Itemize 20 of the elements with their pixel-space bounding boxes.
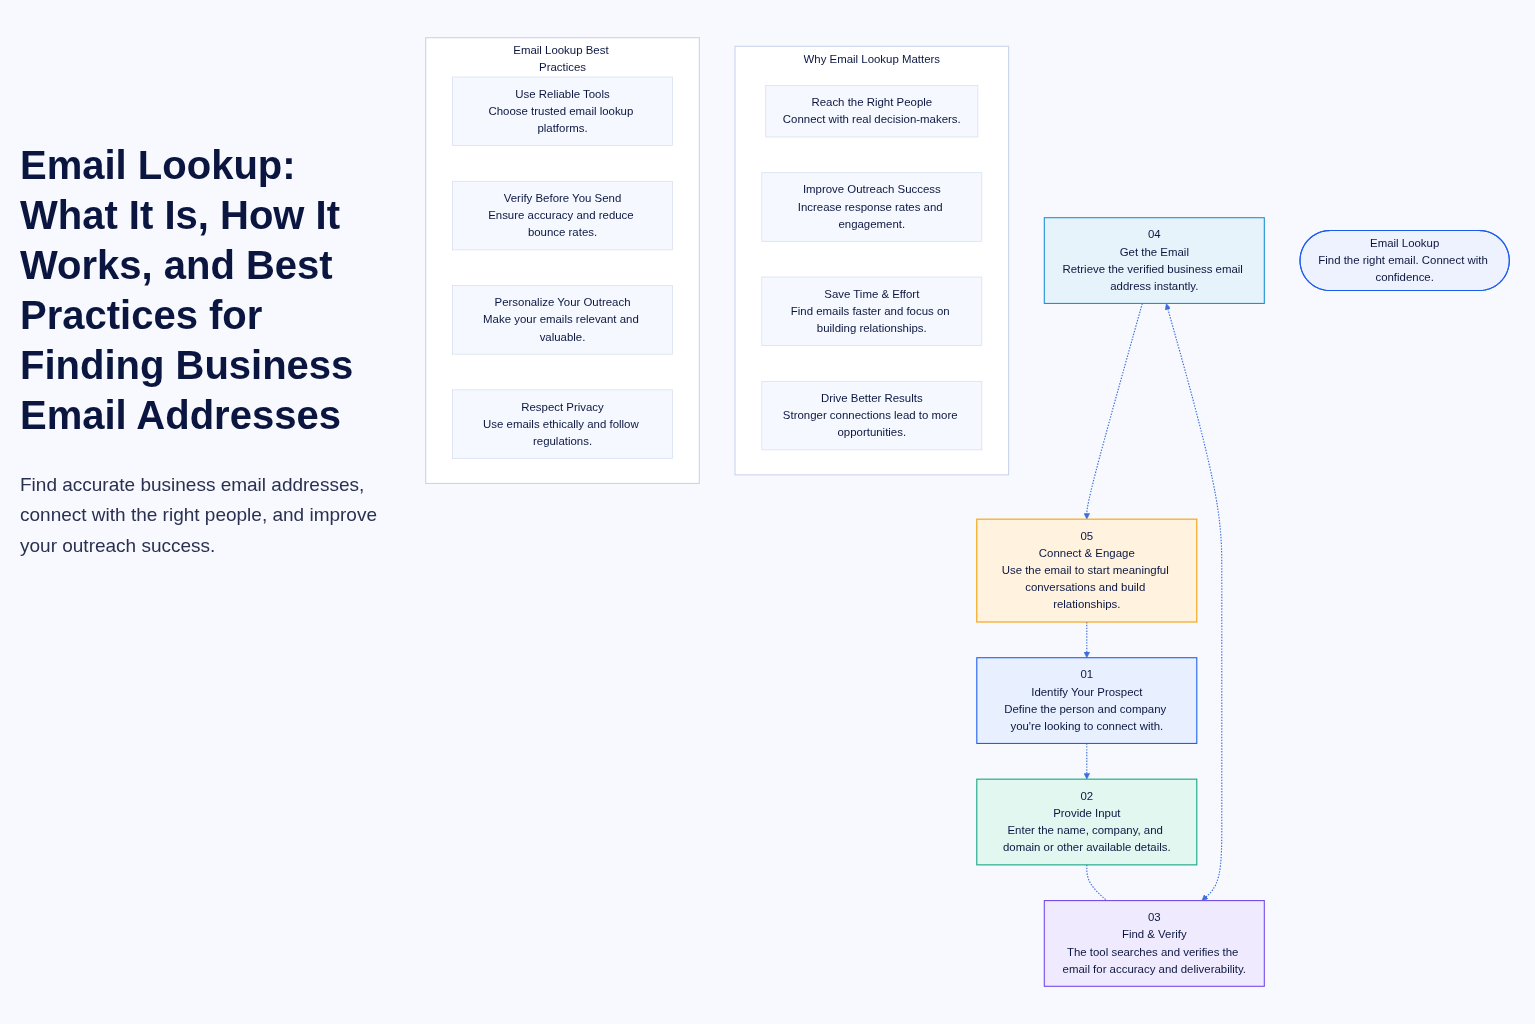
flow-diagram: Email Lookup Best Practices Use Reliable Tools Choose trusted email lookup platforms. Verify Before You Send Ensure accuracy and reduce bounce rates. Personalize Your Outreach Make your emails relevant and valuable. Respect Privacy Use emails ethically and follow regulations. Why Email Lookup Matters Reach the Right People Connect with real decision-makers. Improve Outreach Success Increase response rates and engagement. Save Time & Effort Find emails faster and focus on building relationships. Drive Better Results Stronger connections lead to more opportunities. 01 Identify Your Prospect Define the person and company you're looking to connect with. 02 Provide Input Enter the name, company, and domain or other available details. 03 Find & Verify The tool searches and verifies the email for accuracy and deliverability. 04 Get the Email Retrieve the verified business email address instantly. 05 Connect & Engage Use the email to start meaningful conversations and build relationships. Email Lookup Find the right email. Connect with confidence. [420,32,1515,992]
node-box [1043,900,1265,987]
node-box [452,76,673,146]
node-box [761,276,983,346]
node-box [761,380,983,451]
node-box [452,180,673,251]
node-box [976,518,1198,623]
node-box [452,285,673,355]
cluster [425,37,700,484]
arrow [1164,303,1223,901]
node-box [976,657,1198,744]
node-box [761,172,983,242]
title: Email Lookup: What It Is, How It Works, and Best Practices for Finding Business Email Addresses [20,142,355,439]
node-box [452,389,673,459]
node-box [1043,217,1265,304]
intro-text: Find accurate business email addresses, connect with the right people, and improve your outreach success. [20,473,378,558]
node-box [976,778,1198,866]
cluster [734,45,1010,476]
connector [1086,864,1108,902]
node-box [765,85,979,138]
